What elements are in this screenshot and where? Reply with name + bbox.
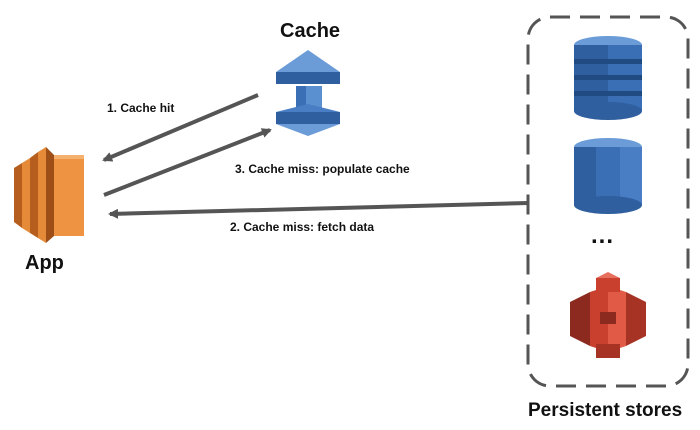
more-stores-ellipsis: ... bbox=[591, 222, 615, 249]
app-title: App bbox=[25, 252, 64, 274]
persistent-stores-title: Persistent stores bbox=[528, 400, 683, 421]
dynamodb-table-icon bbox=[574, 138, 642, 214]
ec2-instance-icon bbox=[14, 147, 84, 243]
arrow-cache-hit bbox=[102, 93, 259, 162]
elasticache-icon bbox=[276, 50, 340, 136]
cache-title: Cache bbox=[280, 20, 341, 42]
arrow-fetch-data bbox=[108, 201, 529, 219]
edge-label-populate-cache: 3. Cache miss: populate cache bbox=[235, 162, 410, 176]
rds-database-icon bbox=[574, 36, 642, 120]
s3-bucket-icon bbox=[570, 272, 646, 358]
persistent-stores-group bbox=[526, 15, 690, 388]
edge-label-fetch-data: 2. Cache miss: fetch data bbox=[230, 220, 375, 234]
arrow-populate-cache bbox=[103, 128, 272, 197]
edge-label-cache-hit: 1. Cache hit bbox=[107, 101, 175, 115]
